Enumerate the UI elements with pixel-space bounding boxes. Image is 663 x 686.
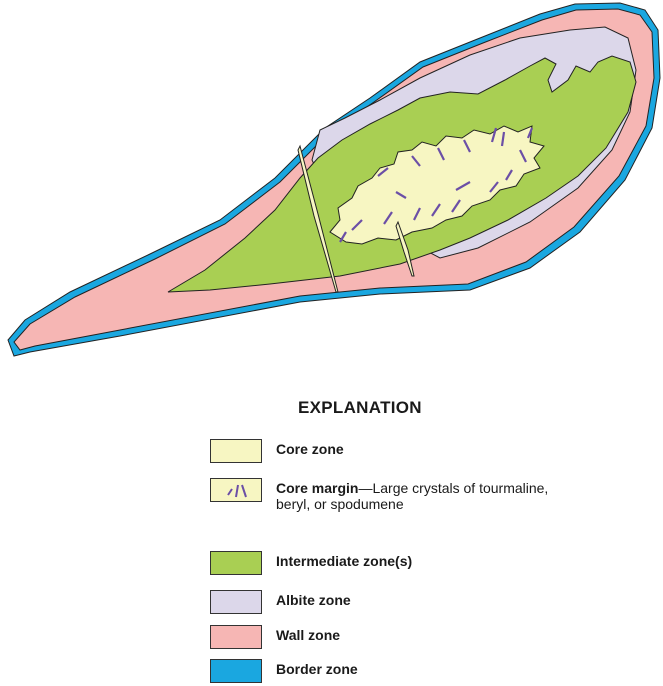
core-margin-symbol-icon [211, 479, 263, 503]
legend-label: Border zone [276, 661, 358, 677]
intermediate-zone-swatch [210, 551, 262, 575]
albite-zone-swatch [210, 590, 262, 614]
border-zone-swatch [210, 659, 262, 683]
core-zone-swatch [210, 439, 262, 463]
legend-label: Core zone [276, 441, 344, 457]
wall-zone-swatch [210, 625, 262, 649]
legend-label: Intermediate zone(s) [276, 553, 412, 569]
pegmatite-cross-section-diagram [0, 0, 663, 360]
legend-label: Wall zone [276, 627, 340, 643]
legend-label: Albite zone [276, 592, 351, 608]
explanation-title: EXPLANATION [298, 398, 422, 418]
legend-label: Core margin [276, 480, 358, 496]
core-margin-swatch [210, 478, 262, 502]
